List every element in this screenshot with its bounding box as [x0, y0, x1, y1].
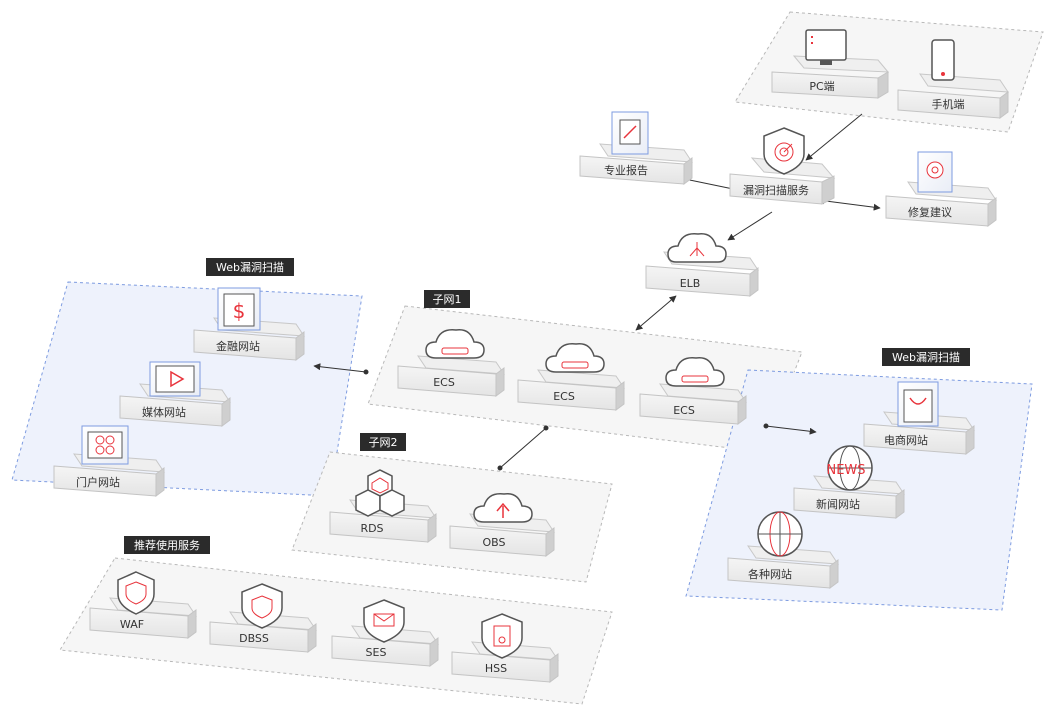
- ecs-2-label: ECS: [553, 390, 575, 403]
- node-scan-service[interactable]: 漏洞扫描服务: [729, 127, 836, 205]
- node-report[interactable]: 专业报告: [579, 111, 693, 185]
- cloud-upload-icon: [473, 493, 533, 523]
- node-media[interactable]: 媒体网站: [119, 361, 231, 427]
- connector-subnet1-right: [765, 425, 817, 435]
- subnet1-tag: 子网1: [424, 290, 470, 308]
- shopping-bag-icon: [897, 381, 939, 427]
- node-ses[interactable]: SES: [331, 599, 439, 667]
- node-obs[interactable]: OBS: [449, 493, 555, 557]
- repair-label: 修复建议: [908, 205, 952, 219]
- recommended-title: 推荐使用服务: [134, 538, 200, 552]
- node-waf[interactable]: WAF: [89, 571, 197, 639]
- globe-icon: [757, 511, 803, 557]
- media-label: 媒体网站: [142, 405, 186, 419]
- various-label: 各种网站: [748, 567, 792, 581]
- subnet2-tag: 子网2: [360, 433, 406, 451]
- cloud-server-icon: [545, 343, 605, 373]
- subnet1-title: 子网1: [433, 293, 462, 306]
- ecs-1-label: ECS: [433, 376, 455, 389]
- dollar-card-icon: $: [217, 287, 261, 331]
- dbss-label: DBSS: [239, 632, 269, 645]
- node-finance[interactable]: $ 金融网站: [193, 287, 305, 361]
- play-monitor-icon: [149, 361, 201, 397]
- node-dbss[interactable]: DBSS: [209, 583, 317, 653]
- connector-scan-elb: [727, 211, 773, 241]
- web-scan-right-title: Web漏洞扫描: [892, 350, 960, 364]
- portal-label: 门户网站: [76, 475, 120, 489]
- document-icon: [611, 111, 649, 155]
- web-scan-left-title: Web漏洞扫描: [216, 260, 284, 274]
- node-elb[interactable]: ELB: [645, 233, 759, 297]
- shield-doc-icon: [481, 613, 523, 659]
- scan-service-label: 漏洞扫描服务: [743, 183, 809, 197]
- node-ecs-3[interactable]: ECS: [639, 357, 747, 425]
- node-hss[interactable]: HSS: [451, 613, 559, 683]
- ecs-3-label: ECS: [673, 404, 695, 417]
- finance-label: 金融网站: [216, 339, 260, 353]
- node-various[interactable]: 各种网站: [727, 511, 839, 589]
- ecommerce-label: 电商网站: [884, 433, 928, 447]
- hexagon-cluster-icon: [355, 469, 405, 517]
- svg-text:$: $: [233, 299, 246, 323]
- elb-label: ELB: [680, 277, 701, 290]
- recommended-tag: 推荐使用服务: [124, 536, 210, 554]
- node-pc[interactable]: PC端: [771, 29, 890, 99]
- connector-clients-scan: [805, 113, 863, 161]
- subnet2-title: 子网2: [369, 436, 398, 449]
- node-portal[interactable]: 门户网站: [53, 425, 165, 497]
- connector-subnet1-subnet2: [499, 427, 547, 469]
- phone-icon: [931, 39, 955, 81]
- web-scan-right-tag: Web漏洞扫描: [882, 348, 970, 366]
- waf-label: WAF: [120, 618, 144, 631]
- shield-icon: [241, 583, 283, 629]
- node-ecs-2[interactable]: ECS: [517, 343, 625, 411]
- shield-icon: [117, 571, 155, 615]
- ses-label: SES: [366, 646, 387, 659]
- monitor-icon: [805, 29, 847, 65]
- connector-elb-subnet1: [635, 295, 677, 331]
- cloud-balancer-icon: [667, 233, 727, 263]
- gear-document-icon: [917, 151, 953, 193]
- shield-radar-icon: [763, 127, 805, 175]
- mobile-label: 手机端: [932, 97, 965, 111]
- node-rds[interactable]: RDS: [329, 469, 437, 543]
- node-repair[interactable]: 修复建议: [885, 151, 997, 227]
- web-scan-left-tag: Web漏洞扫描: [206, 258, 294, 276]
- cloud-server-icon: [425, 329, 485, 359]
- node-mobile[interactable]: 手机端: [897, 39, 1009, 119]
- news-icon-text: NEWS: [826, 463, 865, 478]
- hss-label: HSS: [485, 662, 507, 675]
- obs-label: OBS: [483, 536, 506, 549]
- connector-subnet1-left: [313, 363, 367, 373]
- shield-mail-icon: [363, 599, 405, 643]
- node-ecommerce[interactable]: 电商网站: [863, 381, 975, 455]
- node-news[interactable]: NEWS 新闻网站: [793, 445, 905, 519]
- news-label: 新闻网站: [816, 497, 860, 511]
- report-label: 专业报告: [604, 163, 648, 177]
- pc-label: PC端: [809, 80, 834, 93]
- grid-monitor-icon: [81, 425, 129, 465]
- rds-label: RDS: [360, 522, 383, 535]
- news-globe-icon: NEWS: [826, 445, 873, 491]
- cloud-server-icon: [665, 357, 725, 387]
- node-ecs-1[interactable]: ECS: [397, 329, 505, 397]
